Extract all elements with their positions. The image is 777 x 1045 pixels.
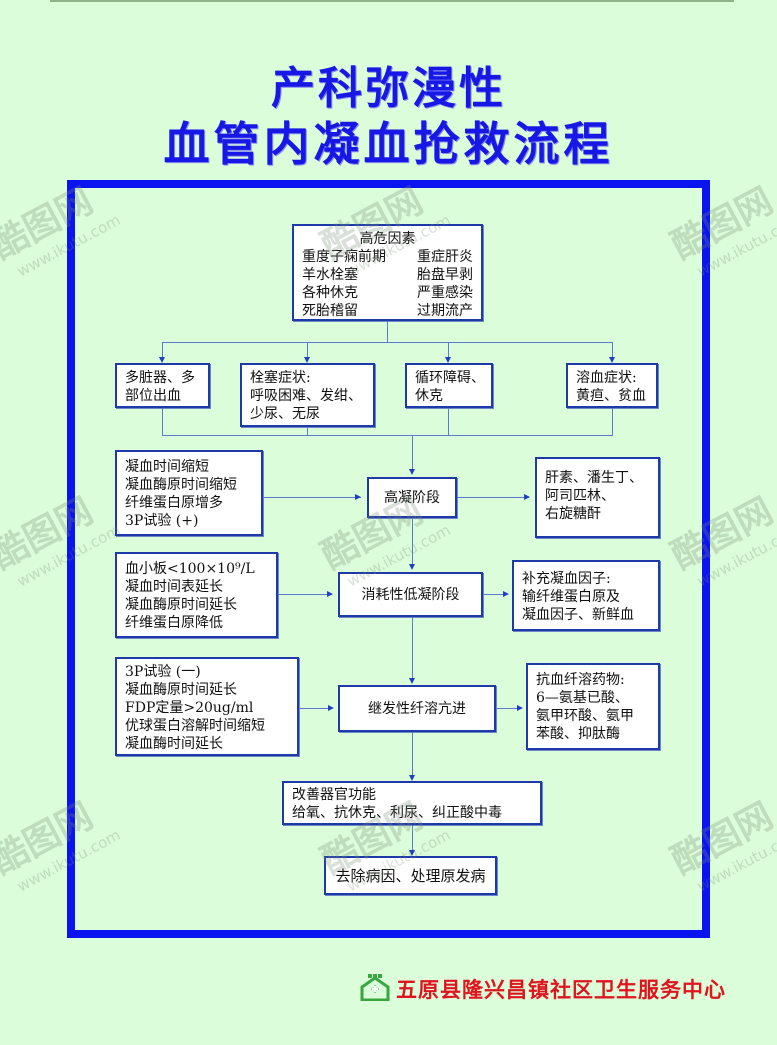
risk-item: 各种休克 [302, 285, 358, 301]
connector [162, 342, 163, 357]
stage3-findings-box: 3P试验 (一) 凝血酶原时间延长 FDP定量>20ug/ml 优球蛋白溶解时间… [115, 657, 299, 756]
stage2-name-box: 消耗性低凝阶段 [338, 572, 483, 617]
footer: 五原县隆兴昌镇社区卫生服务中心 [360, 973, 726, 1005]
top-divider [50, 0, 734, 2]
risk-item: 重症肝炎 [417, 249, 473, 265]
connector [307, 342, 308, 357]
organization-name: 五原县隆兴昌镇社区卫生服务中心 [396, 978, 726, 1002]
connector [412, 825, 413, 851]
stage1-treatment-box: 肝素、潘生丁、 阿司匹林、 右旋糖酐 [535, 457, 660, 538]
connector [496, 708, 520, 709]
connector [162, 435, 613, 436]
connector [307, 427, 308, 435]
connector [299, 708, 332, 709]
connector [412, 617, 413, 679]
connector [278, 594, 332, 595]
connector [457, 497, 529, 498]
arrow-right-icon [524, 494, 530, 500]
arrow-down-icon [409, 775, 415, 781]
page-title-line1: 产科弥漫性 [271, 63, 506, 114]
connector [412, 732, 413, 776]
risk-item: 过期流产 [417, 303, 473, 319]
connector [483, 594, 506, 595]
connector [612, 408, 613, 435]
arrow-down-icon [409, 678, 415, 684]
risk-item: 胎盘早剥 [417, 267, 473, 283]
connector [412, 518, 413, 565]
risk-factors-list: 重度子痫前期 重症肝炎 羊水栓塞 胎盘早剥 各种休克 严重感染 死胎稽留 过期流… [302, 248, 473, 320]
stage1-name-box: 高凝阶段 [367, 477, 457, 518]
risk-item: 羊水栓塞 [302, 267, 358, 283]
stage3-name-box: 继发性纤溶亢进 [338, 685, 496, 732]
symptom-box-embolism: 栓塞症状: 呼吸困难、发绀、 少尿、无尿 [240, 363, 375, 427]
connector [612, 342, 613, 357]
house-family-icon [360, 973, 390, 1005]
connector [263, 497, 361, 498]
arrow-down-icon [304, 357, 310, 363]
symptom-box-circulation: 循环障碍、 休克 [405, 363, 493, 408]
arrow-down-icon [409, 564, 415, 570]
risk-item: 死胎稽留 [302, 303, 358, 319]
arrow-right-icon [355, 494, 361, 500]
risk-item: 严重感染 [417, 285, 473, 301]
stage1-findings-box: 凝血时间缩短 凝血酶原时间缩短 纤维蛋白原增多 3P试验 (+) [115, 450, 263, 536]
stage3-treatment-box: 抗血纤溶药物: 6—氨基已酸、 氨甲环酸、氨甲 苯酸、抑肽酶 [526, 663, 660, 750]
organ-support-box: 改善器官功能 给氧、抗休克、利尿、纠正酸中毒 [282, 781, 542, 825]
arrow-down-icon [409, 469, 415, 475]
arrow-down-icon [445, 357, 451, 363]
connector [412, 435, 413, 469]
symptom-box-bleeding: 多脏器、多 部位出血 [115, 363, 210, 408]
connector [162, 342, 613, 343]
arrow-right-icon [327, 591, 333, 597]
arrow-down-icon [159, 357, 165, 363]
risk-item: 重度子痫前期 [302, 249, 386, 265]
final-step-box: 去除病因、处理原发病 [324, 856, 497, 895]
connector [387, 321, 388, 343]
connector [448, 408, 449, 435]
flowchart-frame [67, 180, 710, 938]
arrow-right-icon [517, 705, 523, 711]
page-title-line2: 血管内凝血抢救流程 [163, 117, 614, 171]
symptom-box-hemolysis: 溶血症状: 黄疸、贫血 [566, 363, 658, 408]
arrow-down-icon [609, 357, 615, 363]
arrow-right-icon [503, 591, 509, 597]
stage2-findings-box: 血小板<100×10⁹/L 凝血时间表延长 凝血酶原时间延长 纤维蛋白原降低 [115, 552, 278, 638]
stage2-treatment-box: 补充凝血因子: 输纤维蛋白原及 凝血因子、新鲜血 [512, 560, 660, 631]
arrow-down-icon [409, 850, 415, 856]
connector [162, 408, 163, 435]
risk-factors-box: 高危因素 重度子痫前期 重症肝炎 羊水栓塞 胎盘早剥 各种休克 严重感染 死胎稽… [292, 224, 483, 321]
risk-factors-title: 高危因素 [359, 231, 416, 247]
arrow-right-icon [328, 705, 334, 711]
connector [448, 342, 449, 357]
